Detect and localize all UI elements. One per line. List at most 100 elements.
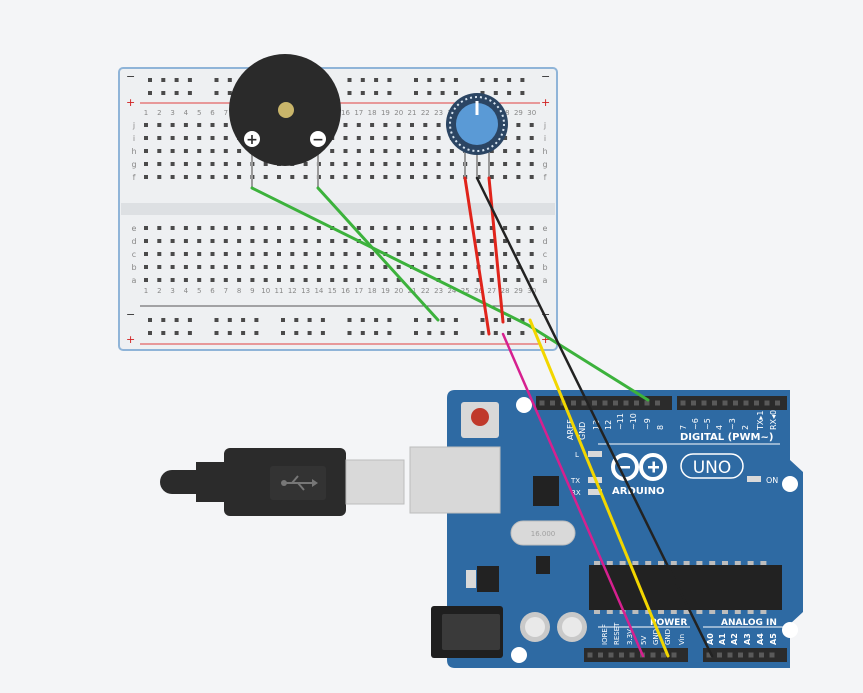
breadboard-hole[interactable] [210,136,215,140]
breadboard-hole[interactable] [277,175,281,179]
rail-hole[interactable] [227,318,232,322]
rail-hole[interactable] [493,91,498,95]
breadboard-hole[interactable] [170,136,175,140]
breadboard-hole[interactable] [237,278,242,282]
breadboard-hole[interactable] [263,252,268,256]
breadboard-hole[interactable] [516,252,521,256]
potentiometer[interactable] [446,93,508,178]
breadboard-hole[interactable] [330,252,335,256]
breadboard-hole[interactable] [144,239,148,243]
rail-hole[interactable] [374,91,379,95]
piezo-buzzer[interactable]: + − [229,54,341,188]
breadboard-hole[interactable] [223,175,228,179]
header-pin[interactable] [691,400,696,406]
rail-hole[interactable] [414,318,418,322]
header-pin[interactable] [671,652,677,658]
breadboard-hole[interactable] [144,162,148,166]
breadboard-hole[interactable] [263,162,268,166]
header-pin[interactable] [587,652,593,658]
rail-hole[interactable] [227,331,232,335]
breadboard-hole[interactable] [396,278,401,282]
rail-hole[interactable] [507,78,512,82]
breadboard-hole[interactable] [290,175,295,179]
breadboard-hole[interactable] [197,278,202,282]
rail-hole[interactable] [493,78,498,82]
breadboard-hole[interactable] [449,162,454,166]
breadboard-hole[interactable] [410,252,414,256]
rail-hole[interactable] [520,331,525,335]
breadboard-hole[interactable] [476,278,481,282]
breadboard-hole[interactable] [183,239,188,243]
breadboard-hole[interactable] [316,239,321,243]
analog-header[interactable] [703,648,787,662]
breadboard-hole[interactable] [157,226,162,230]
rail-hole[interactable] [507,91,512,95]
rail-hole[interactable] [214,78,219,82]
breadboard-hole[interactable] [529,226,534,230]
breadboard-hole[interactable] [237,162,242,166]
breadboard-hole[interactable] [183,162,188,166]
rail-hole[interactable] [440,331,445,335]
breadboard-hole[interactable] [516,239,521,243]
breadboard-hole[interactable] [489,226,494,230]
breadboard-hole[interactable] [423,162,428,166]
breadboard-hole[interactable] [210,162,215,166]
breadboard-hole[interactable] [516,265,521,269]
rail-hole[interactable] [187,91,192,95]
breadboard-hole[interactable] [476,162,481,166]
rail-hole[interactable] [214,331,219,335]
breadboard-hole[interactable] [343,252,348,256]
breadboard-hole[interactable] [183,278,188,282]
breadboard-hole[interactable] [303,162,308,166]
wire-magenta[interactable] [501,332,645,658]
breadboard-hole[interactable] [370,239,375,243]
breadboard-hole[interactable] [503,252,508,256]
breadboard-hole[interactable] [436,162,441,166]
breadboard-hole[interactable] [436,239,441,243]
rail-hole[interactable] [174,331,179,335]
rail-hole[interactable] [440,91,445,95]
rail-hole[interactable] [347,91,352,95]
breadboard-hole[interactable] [144,252,148,256]
header-pin[interactable] [661,652,666,658]
breadboard-hole[interactable] [330,239,335,243]
rail-hole[interactable] [387,91,392,95]
header-pin[interactable] [550,400,555,406]
header-pin[interactable] [727,652,733,658]
rail-hole[interactable] [254,318,259,322]
breadboard-hole[interactable] [396,136,401,140]
breadboard-hole[interactable] [516,149,521,153]
breadboard-hole[interactable] [476,239,481,243]
breadboard-hole[interactable] [183,175,188,179]
rail-hole[interactable] [281,318,285,322]
breadboard-hole[interactable] [290,252,295,256]
breadboard-hole[interactable] [370,123,375,127]
breadboard-hole[interactable] [410,149,414,153]
breadboard-hole[interactable] [223,226,228,230]
header-pin[interactable] [754,400,759,406]
header-pin[interactable] [775,400,780,406]
breadboard-hole[interactable] [529,149,534,153]
breadboard-hole[interactable] [436,149,441,153]
breadboard-hole[interactable] [197,265,202,269]
breadboard-hole[interactable] [223,136,228,140]
header-pin[interactable] [608,652,614,658]
header-pin[interactable] [706,652,712,658]
breadboard-hole[interactable] [343,123,348,127]
breadboard-hole[interactable] [436,123,441,127]
breadboard-hole[interactable] [210,226,215,230]
breadboard-hole[interactable] [263,239,268,243]
breadboard-hole[interactable] [489,162,494,166]
breadboard-hole[interactable] [476,252,481,256]
breadboard-hole[interactable] [250,239,255,243]
wires[interactable] [250,176,714,658]
rail-hole[interactable] [241,318,246,322]
breadboard-hole[interactable] [263,175,268,179]
breadboard-hole[interactable] [330,278,335,282]
breadboard-hole[interactable] [330,265,335,269]
breadboard-hole[interactable] [157,149,162,153]
breadboard-hole[interactable] [370,278,375,282]
rail-hole[interactable] [214,318,219,322]
rail-hole[interactable] [307,331,312,335]
breadboard-hole[interactable] [370,252,375,256]
